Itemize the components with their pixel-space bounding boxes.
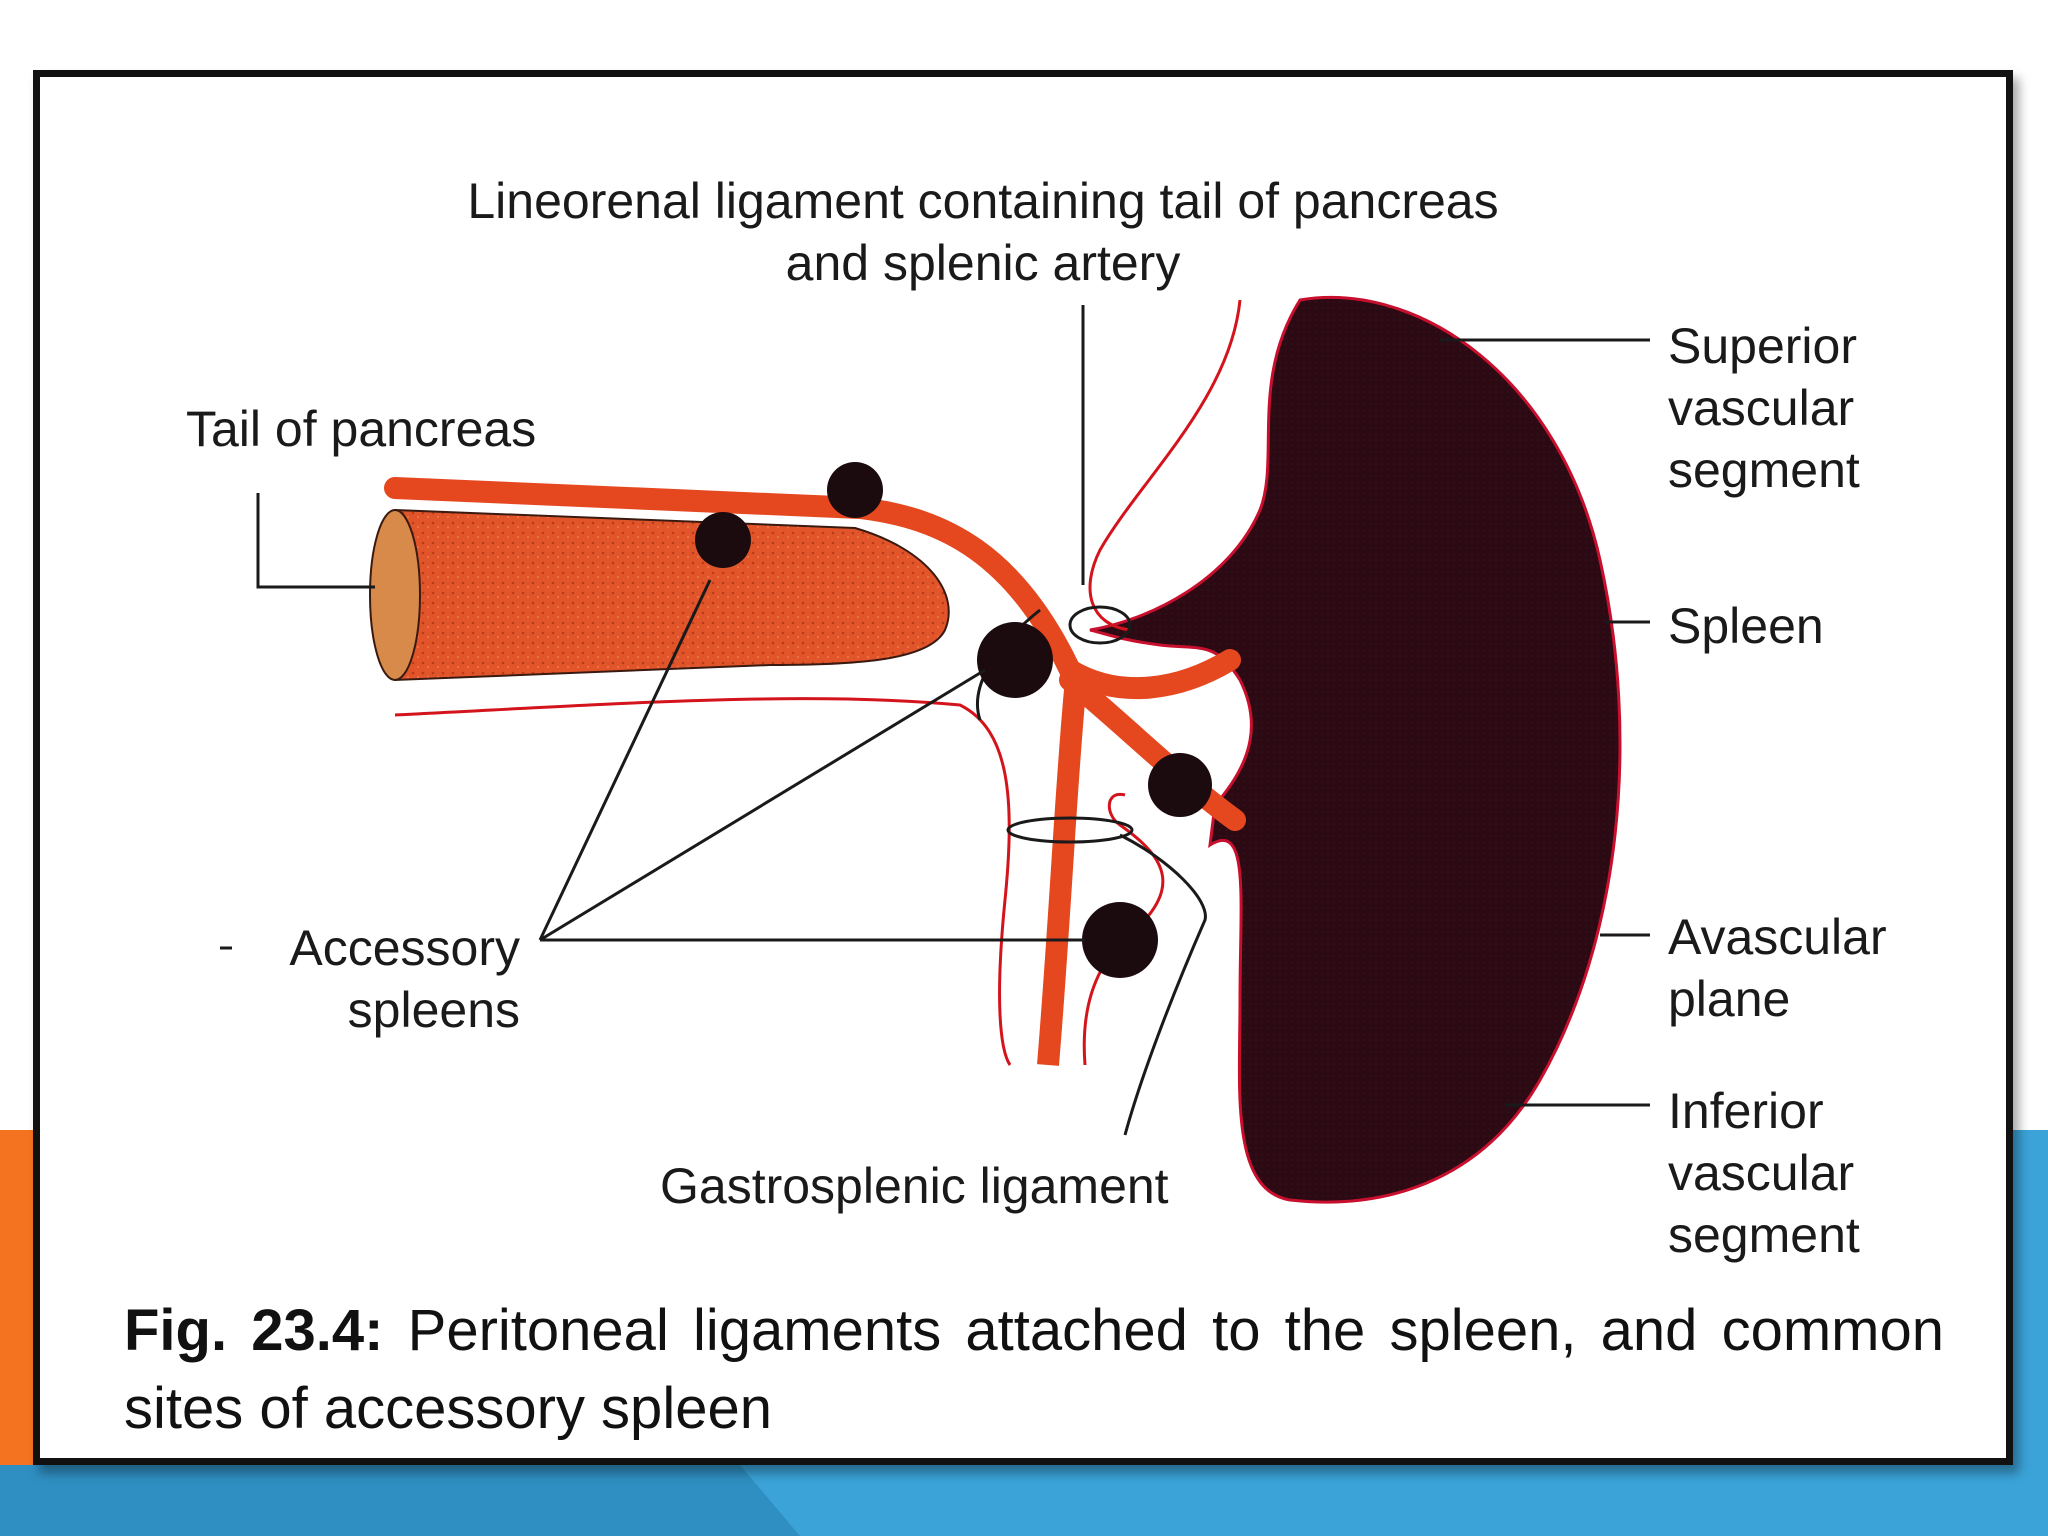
label-avascular-line-1: Avascular <box>1668 909 1887 965</box>
label-accessory-line-2: spleens <box>347 982 520 1038</box>
figure-caption: Fig. 23.4: Peritoneal ligaments attached… <box>124 1292 1944 1448</box>
accessory-spleens <box>695 462 1212 978</box>
label-accessory-spleens: Accessory spleens <box>200 917 520 1041</box>
label-inferior-line-2: vascular <box>1668 1145 1855 1201</box>
label-accessory-line-1: Accessory <box>289 920 520 976</box>
leader-lines <box>220 305 1650 1107</box>
label-inferior-line-1: Inferior <box>1668 1083 1824 1139</box>
label-superior-line-3: segment <box>1668 442 1860 498</box>
accessory-spleen-3 <box>977 622 1053 698</box>
caption-figure-number: Fig. 23.4: <box>124 1298 384 1363</box>
label-lineorenal-line-1: Lineorenal ligament containing tail of p… <box>467 173 1499 229</box>
label-superior-line-1: Superior <box>1668 318 1857 374</box>
label-lineorenal-ligament: Lineorenal ligament containing tail of p… <box>0 170 1966 294</box>
label-avascular-line-2: plane <box>1668 971 1791 1027</box>
label-avascular-plane: Avascular plane <box>1668 906 1887 1030</box>
figure-frame <box>33 70 2013 1465</box>
label-superior-vascular-segment: Superior vascular segment <box>1668 315 1860 501</box>
label-tail-of-pancreas: Tail of pancreas <box>186 401 537 457</box>
splenic-artery <box>384 477 1241 700</box>
splenic-artery-lower-branch <box>1059 669 1246 831</box>
accessory-spleen-1 <box>827 462 883 518</box>
label-inferior-vascular-segment: Inferior vascular segment <box>1668 1080 1860 1266</box>
label-lineorenal-line-2: and splenic artery <box>785 235 1181 291</box>
accessory-spleen-2 <box>695 512 751 568</box>
pancreas-cut-end <box>369 509 421 681</box>
label-gastrosplenic-ligament: Gastrosplenic ligament <box>660 1158 1169 1214</box>
accessory-spleen-4 <box>1148 753 1212 817</box>
spleen-organ <box>1089 295 1622 1204</box>
peritoneal-lines <box>394 299 1242 1066</box>
label-spleen: Spleen <box>1668 598 1824 654</box>
label-superior-line-2: vascular <box>1668 380 1855 436</box>
caption-text: Peritoneal ligaments attached to the spl… <box>124 1298 1944 1441</box>
accessory-spleen-5 <box>1082 902 1158 978</box>
gastric-vessel <box>1037 689 1086 1066</box>
label-inferior-line-3: segment <box>1668 1207 1860 1263</box>
pancreas-tail <box>394 508 950 682</box>
